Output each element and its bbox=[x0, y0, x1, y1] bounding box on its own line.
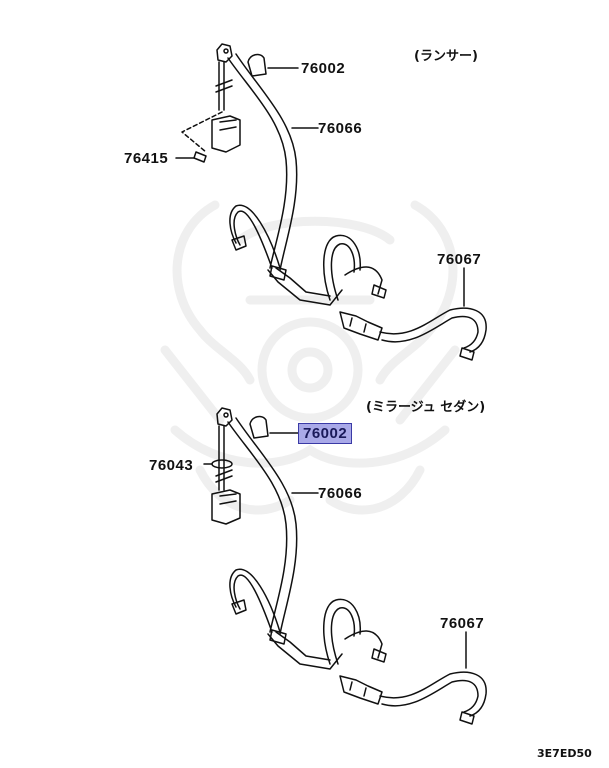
part-callout-76067[interactable]: 76067 bbox=[440, 615, 485, 632]
part-callout-76066[interactable]: 76066 bbox=[318, 485, 363, 502]
watermark-logo-icon bbox=[160, 200, 460, 515]
part-callout-76002[interactable]: 76002 bbox=[301, 60, 346, 77]
part-callout-76415[interactable]: 76415 bbox=[124, 150, 169, 167]
variant-label-mirage-sedan: (ミラージュ セダン) bbox=[366, 400, 486, 415]
part-callout-76066[interactable]: 76066 bbox=[318, 120, 363, 137]
variant-label-lancer: (ランサー) bbox=[414, 49, 478, 64]
part-callout-76067[interactable]: 76067 bbox=[437, 251, 482, 268]
part-callout-76043[interactable]: 76043 bbox=[149, 457, 194, 474]
diagram-code: 3E7ED50 bbox=[537, 747, 592, 760]
part-callout-76002-highlighted[interactable]: 76002 bbox=[298, 423, 353, 444]
